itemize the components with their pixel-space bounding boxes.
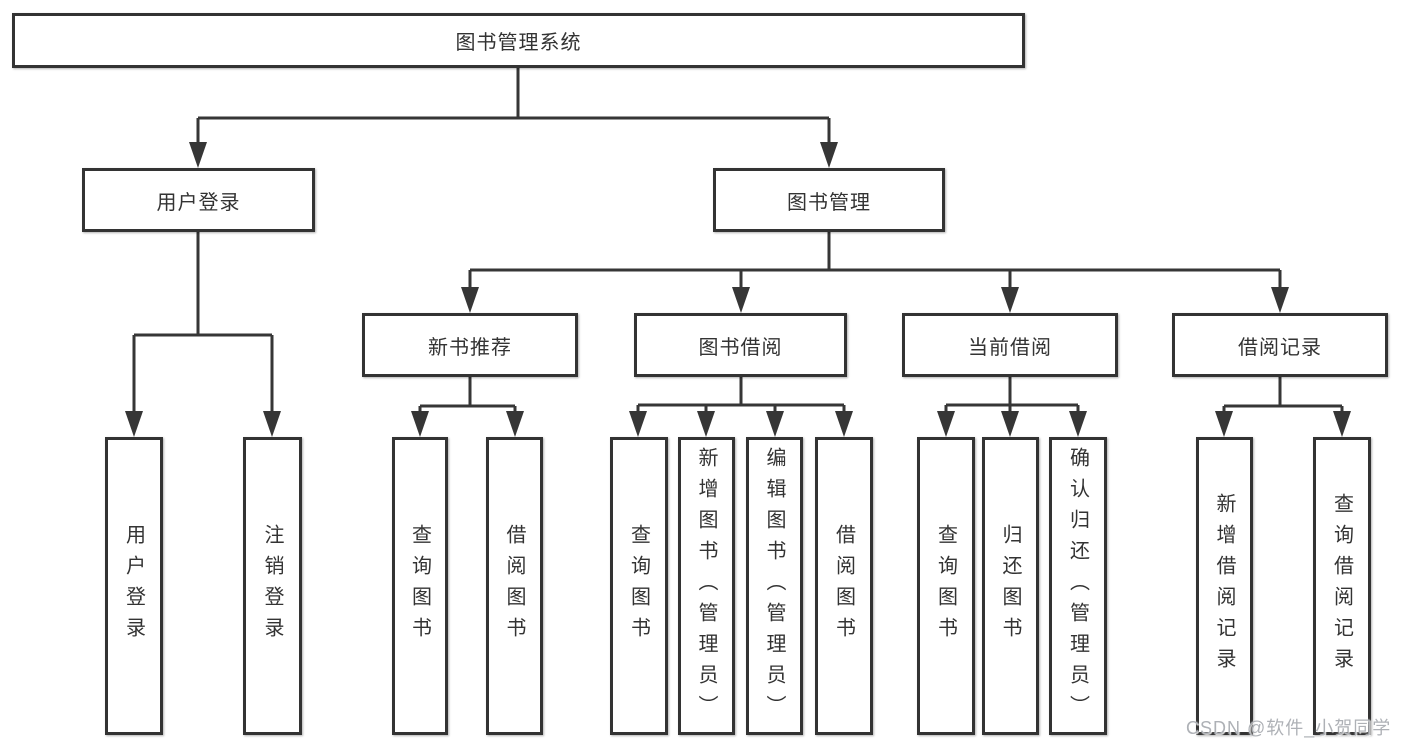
connector-root-to-level2 <box>196 68 831 146</box>
leaf-add-borrow-record: 新增借阅记录 <box>1196 437 1253 735</box>
arrowhead <box>461 287 479 313</box>
leaf-logout: 注销登录 <box>243 437 302 735</box>
arrowhead <box>1001 287 1019 313</box>
arrowhead <box>1001 411 1019 437</box>
arrowhead <box>835 411 853 437</box>
leaf-borrow-books-2: 借阅图书 <box>815 437 873 735</box>
node-user-login: 用户登录 <box>82 168 315 232</box>
arrowhead <box>506 411 524 437</box>
node-label: 图书借阅 <box>698 336 783 359</box>
node-label: 图书管理 <box>787 191 871 214</box>
leaf-label: 查询借阅记录 <box>1330 493 1353 679</box>
leaf-query-books-1: 查询图书 <box>392 437 448 735</box>
leaf-query-books-3: 查询图书 <box>917 437 975 735</box>
arrowhead <box>1271 287 1289 313</box>
csdn-watermark: CSDN @软件_小贺同学 <box>1186 718 1392 738</box>
node-library-management-system: 图书管理系统 <box>12 13 1025 68</box>
arrowhead <box>1069 411 1087 437</box>
arrowheads <box>125 142 1351 437</box>
arrowhead <box>1215 411 1233 437</box>
arrowhead <box>766 411 784 437</box>
node-label: 图书管理系统 <box>455 32 582 54</box>
arrowhead <box>125 411 143 437</box>
node-label: 用户登录 <box>156 191 241 214</box>
leaf-label: 编辑图书（管理员） <box>763 446 785 726</box>
leaf-label: 归还图书 <box>999 524 1021 648</box>
arrowhead <box>820 142 838 168</box>
leaf-label: 借阅图书 <box>503 524 525 648</box>
leaf-user-login: 用户登录 <box>105 437 163 735</box>
leaf-label: 查询图书 <box>408 524 431 648</box>
leaf-edit-books-admin: 编辑图书（管理员） <box>746 437 803 735</box>
connector-current-borrow-to-leaves <box>944 377 1080 414</box>
connector-borrow-records-to-leaves <box>1222 377 1344 414</box>
connector-book-borrow-to-leaves <box>636 377 846 414</box>
node-label: 借阅记录 <box>1238 336 1322 359</box>
leaf-label: 新增借阅记录 <box>1213 493 1235 679</box>
connector-new-book-rec-to-leaves <box>418 377 517 414</box>
leaf-label: 查询图书 <box>934 524 957 648</box>
leaf-add-books-admin: 新增图书（管理员） <box>678 437 735 735</box>
leaf-label: 确认归还（管理员） <box>1066 446 1089 726</box>
leaf-label: 新增图书（管理员） <box>695 446 717 726</box>
connector-book-mgmt-to-level3 <box>468 232 1282 290</box>
arrowhead <box>263 411 281 437</box>
leaf-label: 用户登录 <box>122 524 145 648</box>
node-book-management: 图书管理 <box>713 168 945 232</box>
arrowhead <box>697 411 715 437</box>
leaf-label: 注销登录 <box>261 524 283 648</box>
node-label: 当前借阅 <box>968 336 1052 359</box>
leaf-label: 查询图书 <box>627 524 650 648</box>
leaf-confirm-return-admin: 确认归还（管理员） <box>1049 437 1107 735</box>
leaf-label: 借阅图书 <box>832 524 855 648</box>
node-label: 新书推荐 <box>428 336 512 359</box>
node-new-book-recommend: 新书推荐 <box>362 313 578 377</box>
node-borrow-records: 借阅记录 <box>1172 313 1388 377</box>
leaf-query-borrow-record: 查询借阅记录 <box>1313 437 1371 735</box>
node-book-borrow: 图书借阅 <box>634 313 847 377</box>
connector-user-login-to-leaves <box>132 232 274 414</box>
arrowhead <box>937 411 955 437</box>
arrowhead <box>189 142 207 168</box>
arrowhead <box>1333 411 1351 437</box>
arrowhead <box>732 287 750 313</box>
node-current-borrow: 当前借阅 <box>902 313 1118 377</box>
arrowhead <box>411 411 429 437</box>
arrowhead <box>629 411 647 437</box>
leaf-borrow-books-1: 借阅图书 <box>486 437 543 735</box>
leaf-query-books-2: 查询图书 <box>610 437 668 735</box>
leaf-return-books: 归还图书 <box>982 437 1039 735</box>
